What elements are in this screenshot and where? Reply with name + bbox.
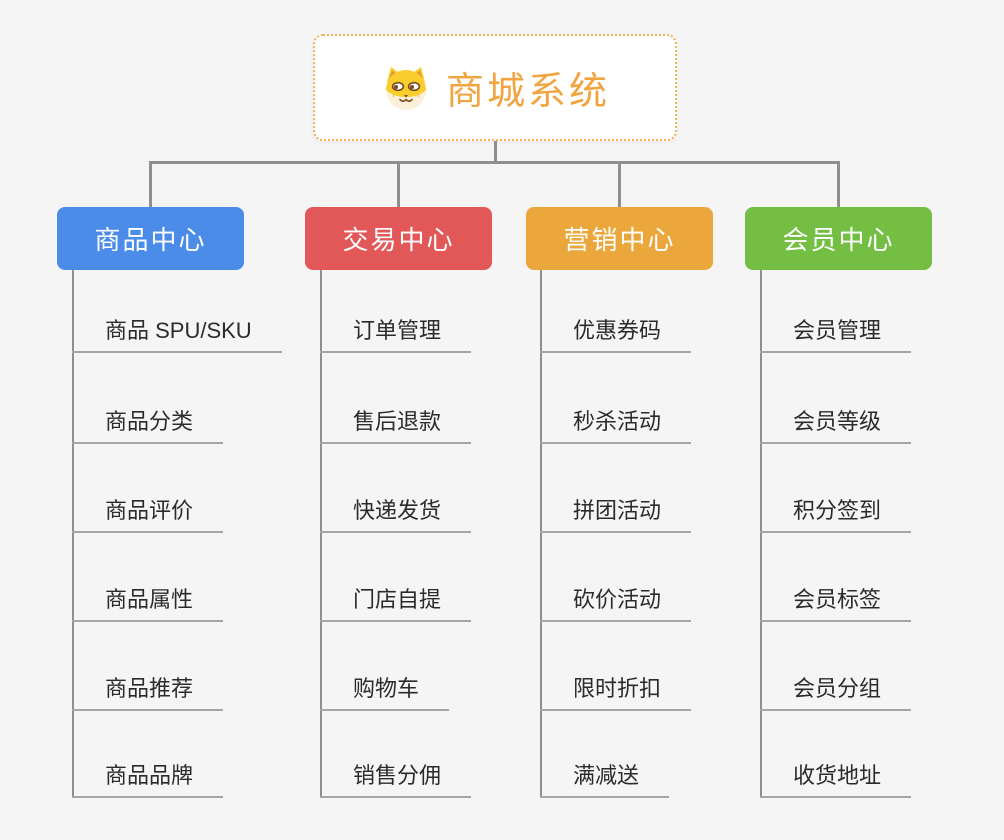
leaf-node[interactable]: 商品品牌 — [72, 754, 224, 798]
connector-root-stub — [494, 140, 497, 163]
leaf-node[interactable]: 会员分组 — [760, 667, 912, 711]
leaf-label: 门店自提 — [353, 586, 442, 612]
leaf-label: 商品品牌 — [105, 762, 194, 788]
leaf-label: 订单管理 — [353, 317, 442, 343]
leaf-label: 会员分组 — [793, 675, 882, 701]
leaf-node[interactable]: 优惠券码 — [540, 309, 692, 353]
dog-face-icon — [380, 65, 432, 111]
leaf-label: 积分签到 — [793, 497, 882, 523]
connector-column-line — [760, 270, 762, 798]
leaf-node[interactable]: 砍价活动 — [540, 578, 692, 622]
leaf-node[interactable]: 收货地址 — [760, 754, 912, 798]
leaf-node[interactable]: 满减送 — [540, 754, 670, 798]
leaf-label: 销售分佣 — [353, 762, 442, 788]
leaf-node[interactable]: 购物车 — [320, 667, 450, 711]
leaf-label: 收货地址 — [793, 762, 882, 788]
branch-label: 营销中心 — [563, 225, 676, 255]
connector-branch-stub — [837, 161, 840, 207]
leaf-node[interactable]: 积分签到 — [760, 489, 912, 533]
leaf-node[interactable]: 销售分佣 — [320, 754, 472, 798]
leaf-label: 商品属性 — [105, 586, 194, 612]
leaf-node[interactable]: 商品属性 — [72, 578, 224, 622]
branch-node-member-center[interactable]: 会员中心 — [745, 207, 932, 270]
leaf-node[interactable]: 会员标签 — [760, 578, 912, 622]
leaf-node[interactable]: 商品推荐 — [72, 667, 224, 711]
branch-label: 会员中心 — [782, 225, 895, 255]
leaf-label: 商品评价 — [105, 497, 194, 523]
branch-node-marketing-center[interactable]: 营销中心 — [526, 207, 713, 270]
leaf-label: 优惠券码 — [573, 317, 662, 343]
leaf-label: 满减送 — [573, 762, 640, 788]
leaf-label: 砍价活动 — [573, 586, 662, 612]
leaf-label: 会员等级 — [793, 408, 882, 434]
leaf-label: 商品推荐 — [105, 675, 194, 701]
connector-branch-stub — [149, 161, 152, 207]
leaf-node[interactable]: 拼团活动 — [540, 489, 692, 533]
connector-branch-stub — [397, 161, 400, 207]
branch-label: 交易中心 — [342, 225, 455, 255]
root-node[interactable]: 商城系统 — [313, 34, 677, 141]
branch-node-product-center[interactable]: 商品中心 — [57, 207, 244, 270]
branch-label: 商品中心 — [94, 225, 207, 255]
leaf-node[interactable]: 商品分类 — [72, 400, 224, 444]
leaf-label: 秒杀活动 — [573, 408, 662, 434]
leaf-label: 购物车 — [353, 675, 420, 701]
connector-column-line — [72, 270, 74, 798]
leaf-label: 商品分类 — [105, 408, 194, 434]
leaf-label: 会员标签 — [793, 586, 882, 612]
leaf-node[interactable]: 快递发货 — [320, 489, 472, 533]
connector-column-line — [540, 270, 542, 798]
branch-node-trade-center[interactable]: 交易中心 — [305, 207, 492, 270]
leaf-node[interactable]: 商品评价 — [72, 489, 224, 533]
leaf-node[interactable]: 订单管理 — [320, 309, 472, 353]
root-title: 商城系统 — [445, 71, 610, 113]
leaf-node[interactable]: 秒杀活动 — [540, 400, 692, 444]
leaf-label: 售后退款 — [353, 408, 442, 434]
connector-column-line — [320, 270, 322, 798]
leaf-node[interactable]: 商品 SPU/SKU — [72, 309, 282, 353]
leaf-label: 快递发货 — [353, 497, 442, 523]
leaf-node[interactable]: 会员管理 — [760, 309, 912, 353]
leaf-node[interactable]: 门店自提 — [320, 578, 472, 622]
leaf-label: 拼团活动 — [573, 497, 662, 523]
leaf-label: 会员管理 — [793, 317, 882, 343]
leaf-label: 商品 SPU/SKU — [105, 317, 252, 343]
leaf-node[interactable]: 会员等级 — [760, 400, 912, 444]
leaf-label: 限时折扣 — [573, 675, 662, 701]
connector-horizontal-bus — [149, 161, 840, 164]
leaf-node[interactable]: 售后退款 — [320, 400, 472, 444]
leaf-node[interactable]: 限时折扣 — [540, 667, 692, 711]
connector-branch-stub — [618, 161, 621, 207]
